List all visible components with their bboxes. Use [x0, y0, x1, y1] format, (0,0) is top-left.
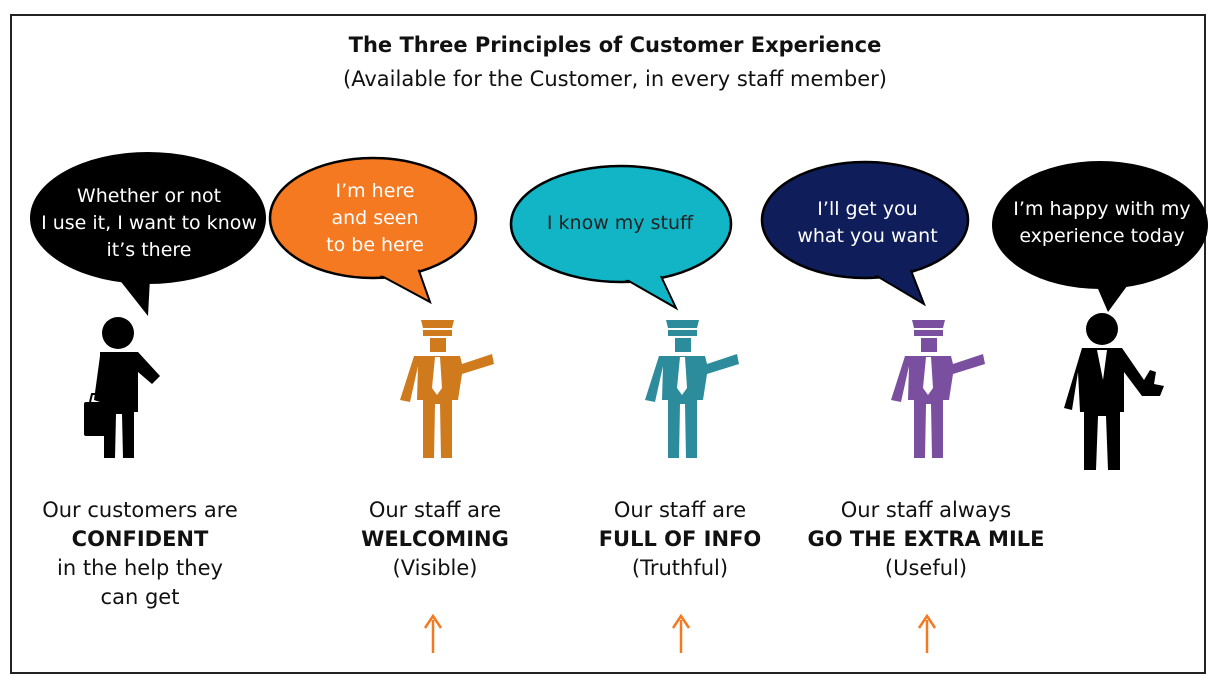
arrow-welcoming [423, 613, 443, 653]
bubble-text-info: I know my stuff [546, 212, 694, 234]
speech-bubble-welcoming [268, 156, 478, 305]
speech-bubble-happy [992, 161, 1208, 312]
caption-line: Our staff are [368, 498, 502, 522]
customer-thumbs-up-icon [1064, 313, 1164, 470]
customer-with-bag-icon [84, 317, 160, 458]
caption-line: (Visible) [392, 556, 478, 580]
bubble-text-welcoming: I’m here and seen to be here [326, 180, 424, 256]
caption-strong: FULL OF INFO [598, 527, 762, 551]
caption-strong: CONFIDENT [71, 527, 209, 551]
caption-line: in the help they [57, 556, 223, 580]
caption-line: Our customers are [42, 498, 238, 522]
caption-line: Our staff always [840, 498, 1012, 522]
caption-extra-mile: Our staff always GO THE EXTRA MILE (Usef… [790, 496, 1062, 583]
speech-bubble-customer [30, 152, 266, 316]
speech-bubble-extra-mile [760, 160, 970, 307]
caption-info: Our staff are FULL OF INFO (Truthful) [570, 496, 790, 583]
caption-line: (Useful) [884, 556, 968, 580]
staff-purple-icon [891, 320, 985, 458]
staff-orange-icon [400, 320, 494, 458]
arrow-info [671, 613, 691, 653]
caption-strong: WELCOMING [361, 527, 509, 551]
diagram-art [30, 152, 1208, 653]
bubble-text-customer: Whether or not I use it, I want to know … [41, 185, 257, 261]
caption-line: can get [100, 585, 180, 609]
caption-line: Our staff are [613, 498, 747, 522]
diagram-subtitle: (Available for the Customer, in every st… [343, 67, 887, 91]
caption-customer: Our customers are CONFIDENT in the help … [10, 496, 270, 612]
bubble-text-extra-mile: I’ll get you what you want [797, 198, 938, 247]
bubble-text-happy: I’m happy with my experience today [1013, 198, 1191, 247]
diagram-frame [10, 14, 1206, 674]
caption-strong: GO THE EXTRA MILE [807, 527, 1045, 551]
caption-line: (Truthful) [631, 556, 729, 580]
speech-bubble-info [509, 164, 733, 311]
caption-welcoming: Our staff are WELCOMING (Visible) [330, 496, 540, 583]
arrow-extra-mile [917, 613, 937, 653]
diagram-title: The Three Principles of Customer Experie… [348, 33, 882, 57]
staff-teal-icon [645, 320, 739, 458]
